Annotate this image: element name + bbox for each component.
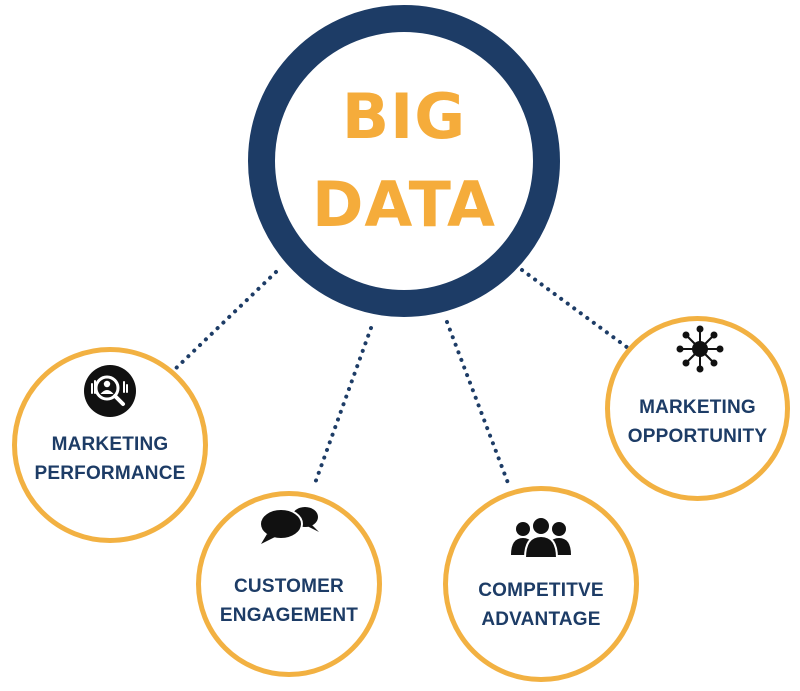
node-performance-line1: MARKETING: [51, 434, 169, 455]
node-competitive-line2: ADVANTAGE: [481, 609, 601, 630]
hub-title-line2: DATA: [311, 168, 497, 241]
connector-opportunity: [520, 268, 630, 350]
analytics-search-icon: [84, 365, 136, 417]
node-opportunity-line2: OPPORTUNITY: [627, 426, 768, 447]
node-customer-line1: CUSTOMER: [234, 576, 344, 597]
connector-customer: [312, 326, 373, 488]
speech-bubbles-icon: [259, 507, 319, 544]
connector-performance: [170, 270, 278, 374]
node-customer-line2: ENGAGEMENT: [219, 605, 359, 626]
hub-title-line1: BIG: [341, 80, 467, 153]
group-people-icon: [511, 516, 571, 559]
node-marketing-opportunity: MARKETING OPPORTUNITY: [605, 316, 790, 501]
big-data-hub: BIG DATA: [248, 5, 560, 317]
node-opportunity-line1: MARKETING: [639, 397, 756, 418]
node-competitive-line1: COMPETITVE: [478, 580, 604, 601]
node-customer-engagement: CUSTOMER ENGAGEMENT: [196, 491, 382, 677]
node-performance-line2: PERFORMANCE: [34, 463, 186, 484]
node-competitive-advantage: COMPETITVE ADVANTAGE: [443, 486, 639, 682]
node-marketing-performance: MARKETING PERFORMANCE: [12, 347, 208, 543]
connector-competitive: [445, 320, 510, 485]
network-hub-icon: [676, 325, 724, 373]
